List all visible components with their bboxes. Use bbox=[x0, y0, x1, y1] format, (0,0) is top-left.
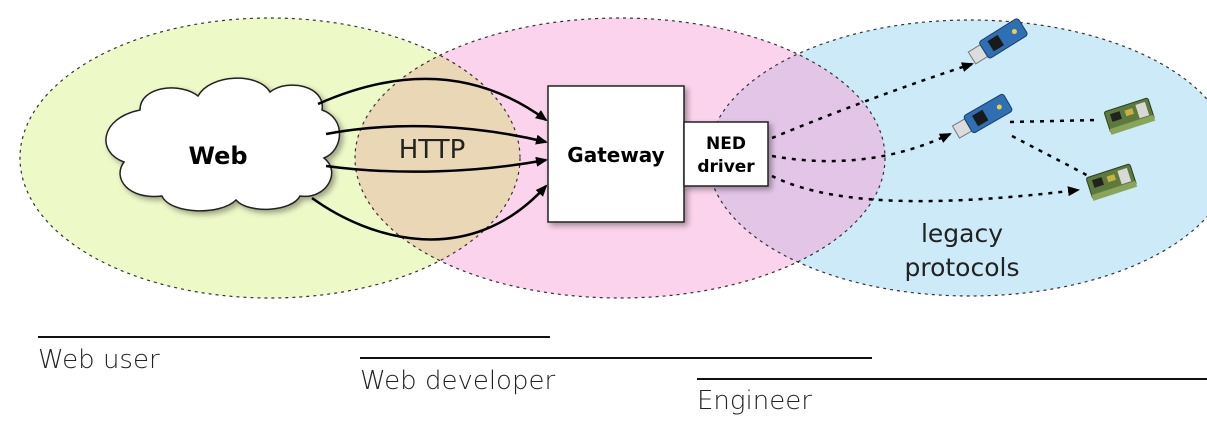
gateway-label: Gateway bbox=[567, 143, 664, 167]
diagram-canvas: Web HTTP Gateway NED driver bbox=[19, 17, 1207, 299]
legacy-link-2 bbox=[1011, 134, 1093, 180]
usb-dongle-2 bbox=[951, 93, 1013, 139]
web-developer-region-border bbox=[354, 17, 886, 299]
http-arrow-2 bbox=[325, 124, 548, 145]
http-arrow-4 bbox=[311, 184, 548, 241]
legacy-arrow-3 bbox=[771, 174, 1080, 203]
usb-dongle-1 bbox=[967, 18, 1028, 65]
web-cloud-shape bbox=[105, 77, 341, 212]
legacy-label-line2: protocols bbox=[904, 253, 1019, 282]
web-developer-label: Web developer bbox=[360, 366, 556, 396]
legacy-label-line1: legacy bbox=[921, 219, 1003, 248]
sensor-board-2 bbox=[1086, 163, 1138, 201]
sensor-board-1 bbox=[1104, 97, 1156, 135]
web-user-region-border bbox=[19, 17, 521, 299]
engineer-label: Engineer bbox=[697, 386, 812, 416]
ned-overlap-region bbox=[708, 20, 885, 296]
http-arrow-3 bbox=[325, 156, 548, 173]
web-cloud-label: Web bbox=[188, 142, 247, 170]
ned-driver-label-line1: NED bbox=[706, 134, 746, 154]
legacy-link-1 bbox=[1009, 118, 1099, 124]
web-developer-line bbox=[360, 357, 872, 359]
web-user-label: Web user bbox=[38, 345, 160, 375]
ned-driver-label-line2: driver bbox=[697, 157, 755, 177]
ned-driver-box bbox=[683, 121, 769, 187]
web-user-line bbox=[38, 336, 550, 338]
http-label: HTTP bbox=[399, 135, 466, 165]
gateway-box bbox=[547, 85, 685, 223]
engineer-line bbox=[697, 378, 1207, 380]
legacy-arrow-2 bbox=[771, 132, 952, 163]
http-arrow-1 bbox=[317, 77, 548, 122]
